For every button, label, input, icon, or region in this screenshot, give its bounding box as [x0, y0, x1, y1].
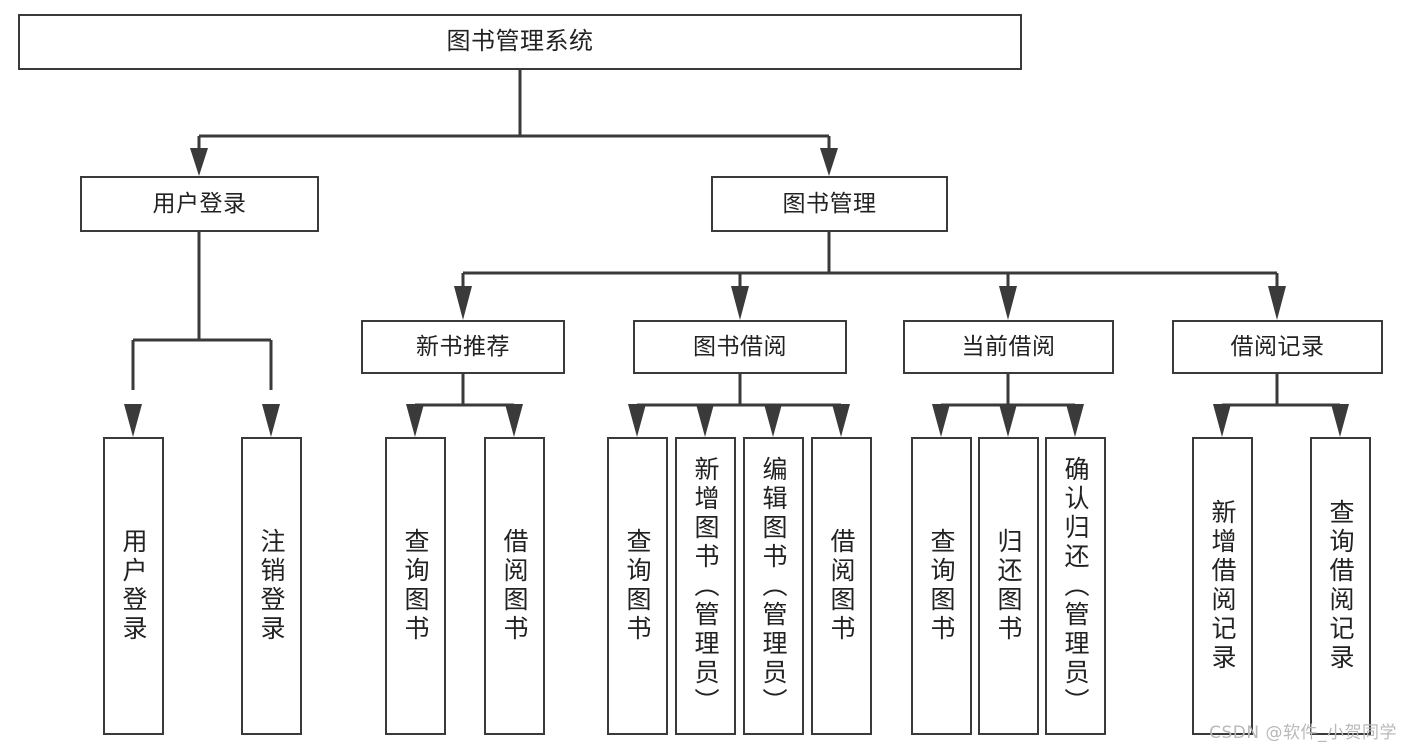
- node-label: 查询图书: [623, 528, 652, 644]
- node-label: 用户登录: [152, 190, 247, 217]
- node-label: 图书借阅: [693, 333, 787, 360]
- leaf-borrow-record-query-record[interactable]: 查询借阅记录: [1310, 437, 1371, 735]
- node-current-borrow[interactable]: 当前借阅: [903, 320, 1114, 374]
- leaf-borrow-record-add-record[interactable]: 新增借阅记录: [1192, 437, 1253, 735]
- node-label: 查询图书: [401, 528, 430, 644]
- node-label: 当前借阅: [961, 333, 1056, 360]
- node-borrow-record[interactable]: 借阅记录: [1172, 320, 1383, 374]
- node-label: 借阅记录: [1230, 333, 1325, 360]
- node-label: 新增图书（管理员）: [691, 455, 720, 717]
- node-new-book-recommend[interactable]: 新书推荐: [361, 320, 565, 374]
- arrowhead-borrow-record: [1268, 286, 1286, 320]
- leaf-user-login-login[interactable]: 用户登录: [103, 437, 164, 735]
- arrowhead-borrow-record-leaf-1: [1213, 404, 1231, 437]
- arrowhead-current-borrow-leaf-2: [999, 404, 1017, 437]
- node-book-management[interactable]: 图书管理: [711, 176, 948, 232]
- arrowhead-current-borrow-leaf-3: [1066, 404, 1084, 437]
- leaf-current-borrow-return-book[interactable]: 归还图书: [978, 437, 1039, 735]
- arrowhead-user-login: [190, 148, 208, 176]
- arrowhead-current-borrow: [999, 286, 1017, 320]
- arrowhead-new-book-recommend: [454, 286, 472, 320]
- node-label: 查询借阅记录: [1326, 499, 1355, 673]
- node-label: 新增借阅记录: [1208, 499, 1237, 673]
- leaf-book-borrow-edit-book-admin[interactable]: 编辑图书（管理员）: [743, 437, 804, 735]
- leaf-new-book-borrow-book[interactable]: 借阅图书: [484, 437, 545, 735]
- arrowhead-book-borrow-leaf-1: [628, 404, 646, 437]
- node-book-borrow[interactable]: 图书借阅: [633, 320, 847, 374]
- arrowhead-current-borrow-leaf-1: [932, 404, 950, 437]
- node-label: 注销登录: [257, 528, 286, 644]
- arrowhead-book-borrow-leaf-2: [696, 404, 714, 437]
- arrowhead-new-book-leaf-1: [406, 404, 424, 437]
- leaf-current-borrow-query-book[interactable]: 查询图书: [911, 437, 972, 735]
- leaf-user-login-logout[interactable]: 注销登录: [241, 437, 302, 735]
- node-root-book-management-system[interactable]: 图书管理系统: [18, 14, 1022, 70]
- node-label: 查询图书: [927, 528, 956, 644]
- node-label: 借阅图书: [500, 528, 529, 644]
- leaf-book-borrow-borrow-book[interactable]: 借阅图书: [811, 437, 872, 735]
- leaf-book-borrow-query-book[interactable]: 查询图书: [607, 437, 668, 735]
- leaf-new-book-query-book[interactable]: 查询图书: [385, 437, 446, 735]
- node-user-login[interactable]: 用户登录: [80, 176, 319, 232]
- node-label: 归还图书: [994, 528, 1023, 644]
- node-label: 确认归还（管理员）: [1061, 455, 1090, 717]
- watermark-text: CSDN @软件_小贺同学: [1209, 723, 1397, 743]
- node-label: 借阅图书: [827, 528, 856, 644]
- node-label: 用户登录: [119, 528, 148, 644]
- leaf-book-borrow-add-book-admin[interactable]: 新增图书（管理员）: [675, 437, 736, 735]
- arrowhead-book-mgmt: [820, 148, 838, 176]
- node-label: 编辑图书（管理员）: [759, 455, 788, 717]
- node-label: 图书管理系统: [446, 27, 594, 56]
- arrowhead-book-borrow-leaf-4: [832, 404, 850, 437]
- arrowhead-user-login-leaf-1: [124, 404, 142, 437]
- node-label: 新书推荐: [416, 333, 510, 360]
- leaf-current-borrow-confirm-return-admin[interactable]: 确认归还（管理员）: [1045, 437, 1106, 735]
- node-label: 图书管理: [782, 190, 877, 217]
- arrowhead-new-book-leaf-2: [505, 404, 523, 437]
- arrowhead-book-borrow: [731, 286, 749, 320]
- arrowhead-user-login-leaf-2: [262, 404, 280, 437]
- arrowhead-borrow-record-leaf-2: [1331, 404, 1349, 437]
- arrowhead-book-borrow-leaf-3: [764, 404, 782, 437]
